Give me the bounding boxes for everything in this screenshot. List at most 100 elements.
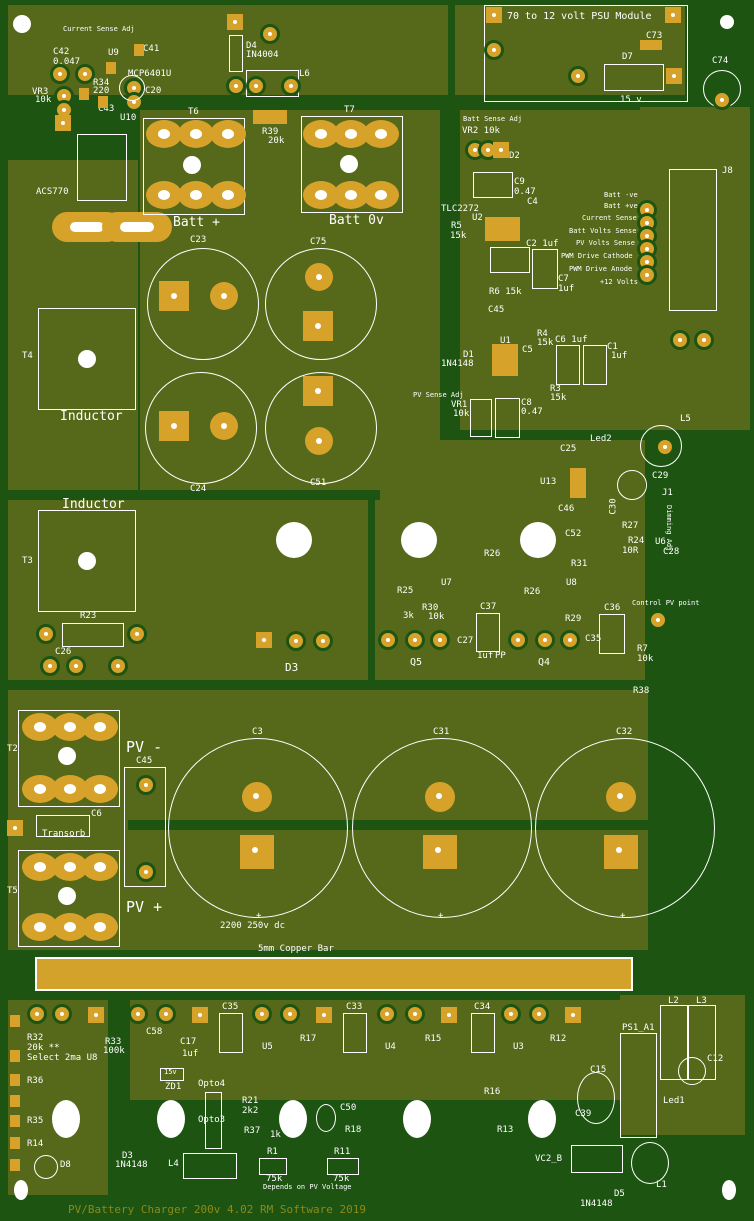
label: +12 Volts xyxy=(600,278,638,286)
solder-pad xyxy=(665,7,681,23)
label: VR3 xyxy=(32,87,49,97)
component-outline xyxy=(119,75,145,101)
solder-pad xyxy=(484,40,504,60)
solder-pad xyxy=(242,782,272,812)
solder-pad xyxy=(252,1004,272,1024)
mounting-hole xyxy=(276,522,312,558)
label: Led1 xyxy=(663,1096,685,1106)
label: C27 xyxy=(457,636,474,646)
mounting-hole xyxy=(14,1180,28,1200)
label: C6 xyxy=(91,809,102,819)
label: 0.47 xyxy=(514,187,536,197)
component-outline xyxy=(259,1158,287,1175)
label: R39 xyxy=(262,127,279,137)
solder-pad xyxy=(666,68,682,84)
label: C29 xyxy=(652,471,669,481)
label: R24 xyxy=(628,536,645,546)
component-outline xyxy=(532,249,558,289)
label: R6 15k xyxy=(489,287,522,297)
solder-pad xyxy=(106,62,116,74)
label: C50 xyxy=(340,1103,357,1113)
label: + xyxy=(620,911,626,921)
label: 1uf xyxy=(611,351,628,361)
solder-pad xyxy=(281,76,301,96)
solder-pad xyxy=(55,115,71,131)
label: D4 xyxy=(246,41,257,51)
component-outline xyxy=(36,815,90,837)
solder-pad xyxy=(492,344,518,376)
component-outline xyxy=(219,1013,243,1053)
label: C45 xyxy=(136,756,153,766)
component-outline xyxy=(577,1072,615,1124)
label: R26 xyxy=(524,587,541,597)
label: T6 xyxy=(188,107,199,117)
label: U2 xyxy=(472,213,483,223)
label: Batt Sense Adj xyxy=(463,115,523,123)
label: + xyxy=(438,911,444,921)
solder-pad xyxy=(75,64,95,84)
solder-pad xyxy=(136,862,156,882)
solder-pad xyxy=(178,120,214,148)
component-outline xyxy=(640,425,682,467)
solder-pad xyxy=(127,624,147,644)
label: C42 xyxy=(53,47,70,57)
component-outline xyxy=(660,1005,688,1080)
solder-pad xyxy=(378,630,398,650)
label: 2200 250v dc xyxy=(220,921,286,931)
label: R18 xyxy=(345,1125,362,1135)
solder-pad xyxy=(305,263,333,291)
label: C7 xyxy=(558,274,569,284)
mounting-hole xyxy=(78,350,96,368)
solder-pad xyxy=(637,265,657,285)
label: L1 xyxy=(656,1180,667,1190)
label: D3 xyxy=(122,1151,133,1161)
component-outline xyxy=(343,1013,367,1053)
label: R38 xyxy=(633,686,650,696)
solder-pad xyxy=(670,330,690,350)
label: U1 xyxy=(500,336,511,346)
label: PV + xyxy=(126,898,163,916)
solder-pad xyxy=(10,1137,20,1149)
label: R4 xyxy=(537,329,548,339)
label: U10 xyxy=(120,113,137,123)
solder-pad xyxy=(10,1159,20,1171)
chip-vc2 xyxy=(571,1145,623,1173)
label: R7 xyxy=(637,644,648,654)
capacitor-c24 xyxy=(145,372,257,484)
label: 3k xyxy=(403,611,414,621)
label: R14 xyxy=(27,1139,44,1149)
label: C43 xyxy=(98,104,115,114)
solder-pad xyxy=(210,181,246,209)
solder-pad xyxy=(655,437,675,457)
solder-pad xyxy=(303,311,333,341)
copper-bar xyxy=(35,957,633,991)
label: C73 xyxy=(646,31,663,41)
label: 1uf xyxy=(558,284,575,294)
component-outline xyxy=(473,172,513,198)
mounting-hole xyxy=(722,1180,736,1200)
label: C45 xyxy=(488,305,505,315)
mounting-hole xyxy=(340,155,358,173)
solder-pad xyxy=(10,1050,20,1062)
diode-d4 xyxy=(229,35,243,72)
label: C30 xyxy=(608,498,619,515)
label: Select 2ma U8 xyxy=(27,1053,98,1063)
label: 75k xyxy=(333,1174,350,1184)
label: PWM Drive Cathode xyxy=(561,252,633,260)
solder-pad xyxy=(82,913,118,941)
solder-pad xyxy=(535,630,555,650)
terminal-t7 xyxy=(301,116,403,213)
solder-pad xyxy=(108,656,128,676)
label: C3 xyxy=(252,727,263,737)
capacitor-c3 xyxy=(168,738,348,918)
solder-pad xyxy=(316,1007,332,1023)
label: 20k ** xyxy=(27,1043,60,1053)
solder-pad xyxy=(280,1004,300,1024)
solder-pad xyxy=(134,44,144,56)
solder-pad xyxy=(192,1007,208,1023)
label: R30 xyxy=(422,603,439,613)
solder-pad xyxy=(159,411,189,441)
solder-pad xyxy=(568,66,588,86)
label: C35 xyxy=(222,1002,239,1012)
